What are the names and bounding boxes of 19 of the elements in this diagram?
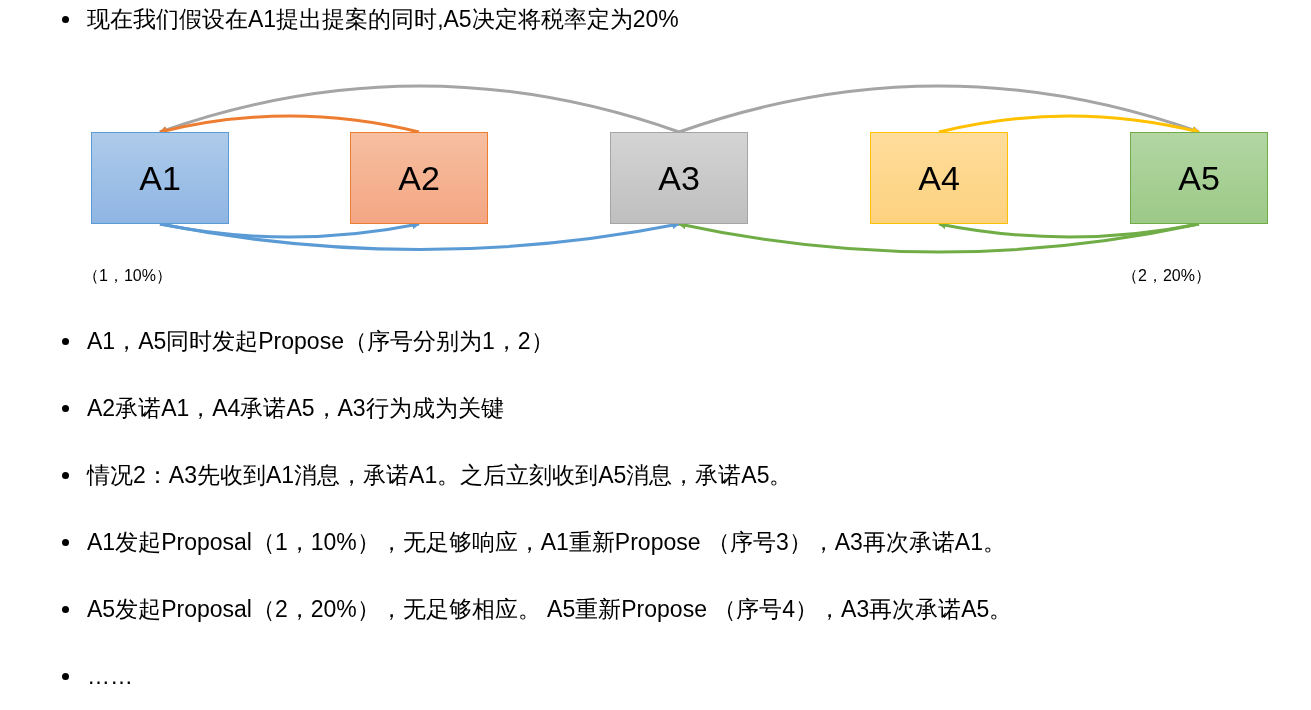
bullet-text: …… <box>87 662 133 692</box>
process-box <box>610 132 748 224</box>
process-box <box>350 132 488 224</box>
node-label: A5 <box>1178 157 1220 199</box>
value-caption: （1，10%） <box>83 266 172 286</box>
node-label: A4 <box>918 157 960 199</box>
title: 现在我们假设在A1提出提案的同时,A5决定将税率定为20% <box>87 4 679 34</box>
bullet-text: A1发起Proposal（1，10%），无足够响应，A1重新Propose （序号3），A3再次承诺A1。 <box>87 528 1006 558</box>
node-label: A2 <box>398 157 440 199</box>
process-box <box>1130 132 1268 224</box>
node-label: A1 <box>139 157 181 199</box>
bullet-text: 情况2：A3先收到A1消息，承诺A1。之后立刻收到A5消息，承诺A5。 <box>87 461 793 491</box>
process-box <box>870 132 1008 224</box>
bullet-text: A2承诺A1，A4承诺A5，A3行为成为关键 <box>87 394 504 424</box>
bullet-text: A5发起Proposal（2，20%），无足够相应。 A5重新Propose （序号4），A3再次承诺A5。 <box>87 595 1013 625</box>
node-label: A3 <box>658 157 700 199</box>
value-caption: （2，20%） <box>1122 266 1211 286</box>
bullet-text: A1，A5同时发起Propose（序号分别为1，2） <box>87 327 554 357</box>
process-box <box>91 132 229 224</box>
